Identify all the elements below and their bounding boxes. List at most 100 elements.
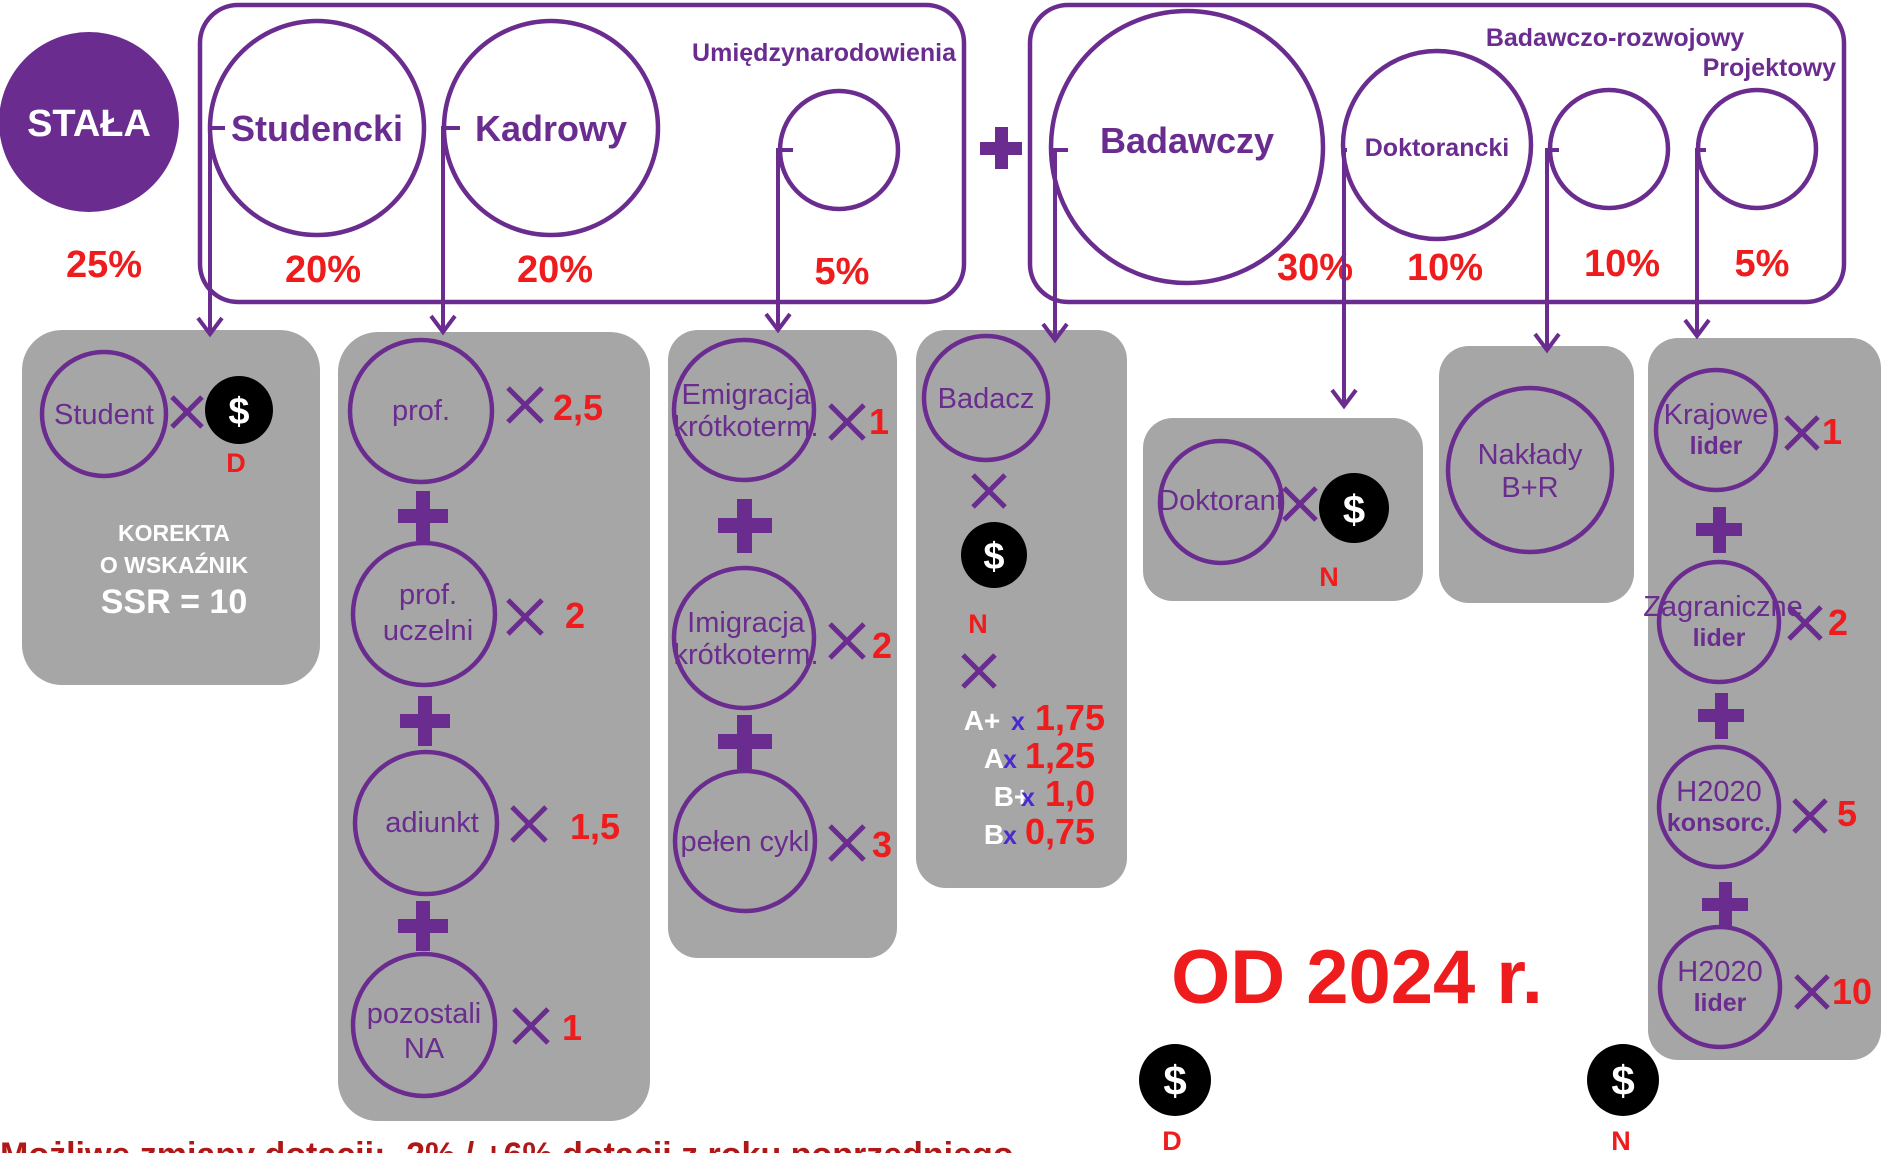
grade-row-1: A+ x 1,75 <box>964 697 1105 738</box>
bottom-coin-label-d: D <box>1162 1126 1182 1153</box>
bottom-coin-label-n: N <box>1611 1126 1631 1153</box>
svg-text:krótkoterm.: krótkoterm. <box>673 639 818 671</box>
svg-text:5: 5 <box>1837 793 1857 834</box>
constant-percent: 25% <box>66 244 142 286</box>
svg-text:NA: NA <box>404 1033 445 1065</box>
project-plus-icon-3 <box>1702 882 1748 928</box>
svg-text:B: B <box>984 819 1004 850</box>
grade-row-2: A x 1,25 <box>984 735 1095 776</box>
staff-item-1: prof. 2,5 <box>347 337 603 485</box>
svg-text:A: A <box>984 743 1004 774</box>
svg-text:1,0: 1,0 <box>1045 773 1095 814</box>
staff-item-2: prof. uczelni 2 <box>350 540 585 688</box>
svg-text:B+: B+ <box>994 781 1031 812</box>
intl-item-2: Imigracja krótkoterm. 2 <box>671 565 892 711</box>
svg-text:pełen cykl: pełen cykl <box>681 826 810 858</box>
svg-text:uczelni: uczelni <box>383 615 473 647</box>
badawczo-rozwojowy-circle <box>1547 87 1671 211</box>
svg-text:Emigracja: Emigracja <box>682 379 812 411</box>
student-panel <box>22 330 320 685</box>
research-panel <box>916 330 1127 888</box>
svg-text:$: $ <box>1163 1057 1186 1104</box>
svg-text:x: x <box>1011 708 1025 736</box>
project-item-1: Krajowe lider 1 <box>1653 367 1842 493</box>
group-plus-icon <box>980 127 1022 169</box>
bottom-dollar-coin-icon-d: $ <box>1139 1044 1211 1116</box>
project-panel <box>1648 338 1881 1060</box>
doktorant-label: Doktorant <box>1158 485 1284 517</box>
projektowy-percent: 5% <box>1735 243 1790 285</box>
projektowy-label: Projektowy <box>1703 54 1836 82</box>
research-dollar-coin-icon: $ <box>961 522 1027 588</box>
staff-item-4: pozostali NA 1 <box>350 951 582 1099</box>
research-times-icon-2 <box>961 653 997 689</box>
svg-text:2: 2 <box>565 595 585 636</box>
constant-circle <box>0 32 179 212</box>
staff-plus-icon-2 <box>400 696 450 746</box>
svg-text:lider: lider <box>1694 989 1747 1017</box>
doktorancki-circle <box>1340 48 1534 242</box>
svg-text:adiunkt: adiunkt <box>385 807 479 839</box>
badawczy-percent: 30% <box>1277 247 1353 289</box>
svg-text:A+: A+ <box>964 705 1001 736</box>
kadrowy-percent: 20% <box>517 249 593 291</box>
studencki-percent: 20% <box>285 249 361 291</box>
constant-label: STAŁA <box>27 103 151 145</box>
umiedzynarodowienia-percent: 5% <box>815 251 870 293</box>
svg-text:Imigracja: Imigracja <box>687 607 806 639</box>
svg-text:$: $ <box>1343 488 1365 532</box>
student-coin-label: D <box>226 448 246 478</box>
svg-text:pozostali: pozostali <box>367 998 481 1030</box>
rd-line2: B+R <box>1501 472 1558 504</box>
umiedzynarodowienia-circle <box>777 88 901 212</box>
svg-text:prof.: prof. <box>399 579 457 611</box>
doktorancki-percent: 10% <box>1407 247 1483 289</box>
svg-text:x: x <box>1003 822 1017 850</box>
svg-text:x: x <box>1021 784 1035 812</box>
badawczo-rozwojowy-label: Badawczo-rozwojowy <box>1486 24 1744 52</box>
grade-row-3: B+ x 1,0 <box>994 773 1095 814</box>
staff-plus-icon-1 <box>398 491 448 541</box>
badacz-circle <box>921 333 1051 463</box>
badawczo-rozwojowy-percent: 10% <box>1584 243 1660 285</box>
svg-text:1: 1 <box>1822 411 1842 452</box>
intl-plus-icon-2 <box>718 715 772 769</box>
svg-text:Krajowe: Krajowe <box>1664 399 1769 431</box>
svg-text:$: $ <box>1611 1057 1634 1104</box>
intl-plus-icon-1 <box>718 499 772 553</box>
connector-arrows <box>196 126 1711 410</box>
svg-text:lider: lider <box>1693 624 1746 652</box>
svg-text:krótkoterm.: krótkoterm. <box>673 411 818 443</box>
svg-text:$: $ <box>228 391 249 433</box>
svg-text:prof.: prof. <box>392 395 450 427</box>
intl-item-1: Emigracja krótkoterm. 1 <box>671 337 889 483</box>
doctoral-times-icon <box>1282 486 1318 522</box>
intl-item-3: pełen cykl 3 <box>672 768 892 914</box>
doktorancki-label: Doktorancki <box>1365 134 1509 162</box>
badawczy-circle <box>1048 8 1326 286</box>
badacz-label: Badacz <box>938 383 1035 415</box>
svg-text:H2020: H2020 <box>1677 956 1762 988</box>
kadrowy-label: Kadrowy <box>475 108 627 149</box>
intl-panel <box>668 330 897 958</box>
left-group-frame <box>197 2 967 305</box>
research-times-icon-1 <box>971 473 1007 509</box>
staff-plus-icon-3 <box>398 901 448 951</box>
student-label: Student <box>54 399 154 431</box>
rd-line1: Nakłady <box>1478 439 1583 471</box>
student-note-line1: KOREKTA <box>118 520 230 546</box>
student-circle <box>39 349 169 479</box>
rd-circle <box>1445 385 1615 555</box>
svg-text:1,75: 1,75 <box>1035 697 1105 738</box>
svg-text:konsorc.: konsorc. <box>1667 809 1771 837</box>
svg-text:$: $ <box>983 536 1004 578</box>
student-times-icon <box>170 395 204 429</box>
project-plus-icon-2 <box>1698 693 1744 739</box>
svg-text:2,5: 2,5 <box>553 387 603 428</box>
student-note-line3: SSR = 10 <box>101 583 247 621</box>
grade-row-4: B x 0,75 <box>984 811 1095 852</box>
svg-text:3: 3 <box>872 824 892 865</box>
svg-text:0,75: 0,75 <box>1025 811 1095 852</box>
svg-text:1,25: 1,25 <box>1025 735 1095 776</box>
doctoral-coin-label: N <box>1319 562 1339 592</box>
